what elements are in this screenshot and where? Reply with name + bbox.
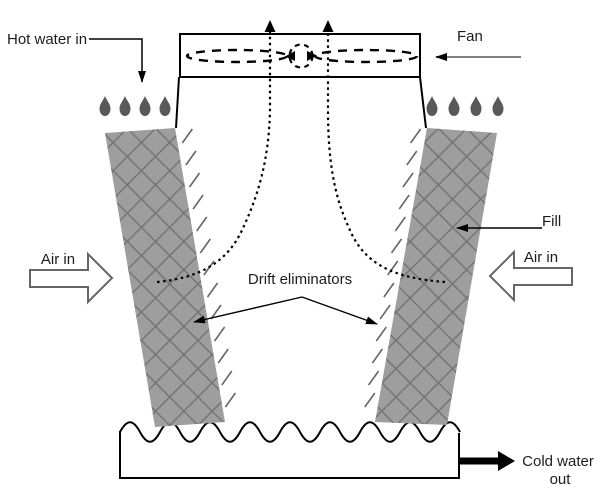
water-droplets-left <box>99 96 171 116</box>
droplet-icon <box>426 96 438 116</box>
droplet-icon <box>139 96 151 116</box>
droplet-icon <box>448 96 460 116</box>
fan-rotation-arrow-right <box>307 51 317 61</box>
droplet-icon <box>159 96 171 116</box>
drift-eliminator-marks-left <box>181 128 237 408</box>
cold-water-arrow <box>459 451 515 471</box>
basin <box>119 431 460 479</box>
droplet-icon <box>470 96 482 116</box>
label-air-in-right: Air in <box>524 249 558 266</box>
fill-media-left <box>105 128 225 427</box>
fan-housing <box>179 33 421 78</box>
air-in-arrow-left <box>29 251 114 305</box>
tower-wall-right <box>419 76 427 129</box>
leader-drift-right <box>301 296 378 325</box>
droplet-icon <box>492 96 504 116</box>
droplet-icon <box>99 96 111 116</box>
air-in-arrow-right <box>488 249 573 303</box>
label-hot-water-in: Hot water in <box>7 31 87 48</box>
leader-hot-water-in <box>89 38 146 83</box>
label-cold-water-out-line2: out <box>550 471 572 488</box>
label-fill: Fill <box>542 213 561 230</box>
fill-media-right <box>375 128 497 425</box>
tower-wall-left <box>175 76 180 129</box>
label-air-in-left: Air in <box>41 251 75 268</box>
label-fan: Fan <box>457 28 483 45</box>
label-cold-water-out-line1: Cold water <box>522 453 594 470</box>
airflow-path-right <box>322 20 446 284</box>
fan-rotation-arrow-left <box>285 51 295 61</box>
basin-water-surface <box>119 421 461 443</box>
droplet-icon <box>119 96 131 116</box>
label-drift-eliminators: Drift eliminators <box>248 271 352 288</box>
drift-eliminator-marks-right <box>364 128 422 408</box>
water-droplets-right <box>426 96 504 116</box>
leader-drift-left <box>193 296 303 324</box>
